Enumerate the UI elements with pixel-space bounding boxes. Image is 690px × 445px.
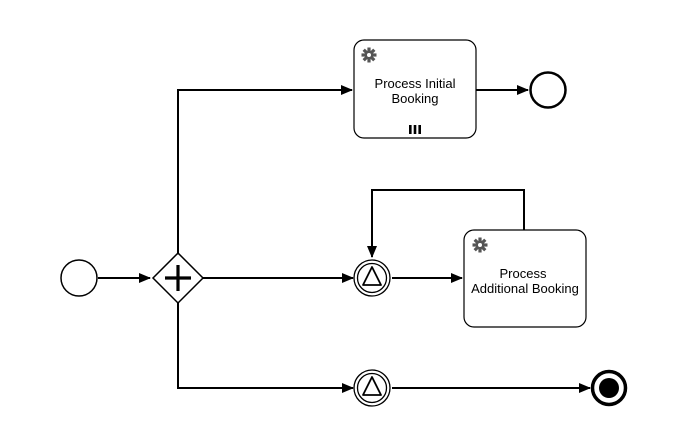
gear-icon [472,237,488,253]
signal-catch-event-1[interactable] [353,259,391,297]
task-label-line: Process [500,266,547,281]
task-label-line: Booking [392,91,439,106]
parallel-gateway[interactable] [151,251,205,305]
task-process-additional-booking[interactable]: Process Additional Booking [463,229,587,328]
end-event[interactable] [529,71,567,109]
plus-icon [165,265,191,291]
flow-additional-booking-loop-back[interactable] [367,189,525,258]
flow-gateway-to-initial-booking[interactable] [177,85,353,254]
triangle-icon [362,376,382,396]
flow-gateway-to-signal-catch-2[interactable] [177,302,354,393]
signal-catch-event-2[interactable] [353,369,391,407]
gear-icon [361,47,377,63]
terminate-end-event[interactable] [590,369,628,407]
task-label-line: Process Initial [375,76,456,91]
triangle-icon [362,266,382,286]
task-process-initial-booking[interactable]: Process Initial Booking [353,39,477,139]
start-event[interactable] [60,259,98,297]
task-label-line: Additional Booking [471,281,579,296]
sequential-marker-icon [409,125,421,134]
